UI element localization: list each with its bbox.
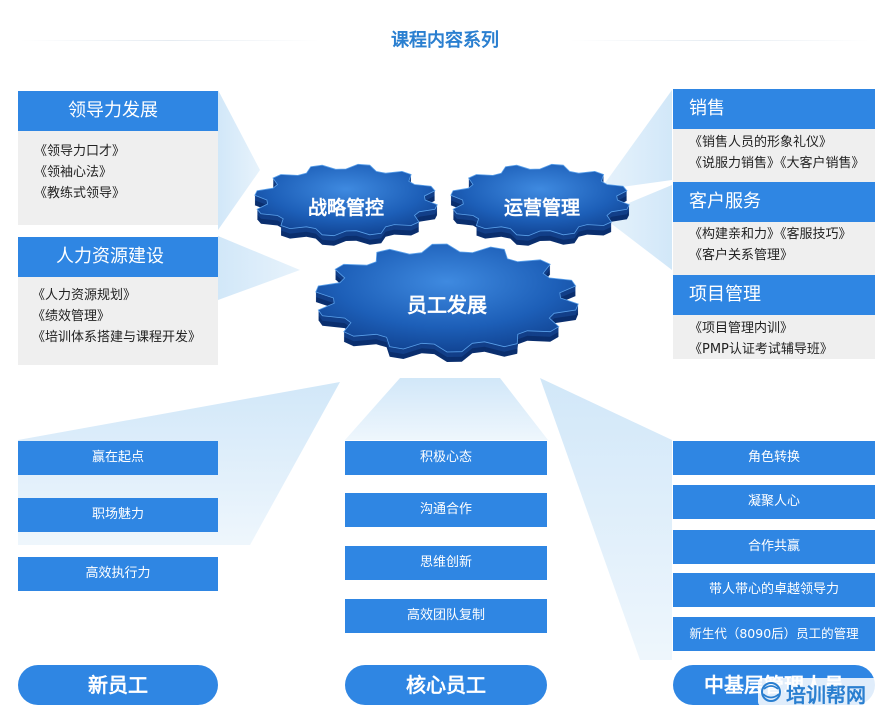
course-item: 《领袖心法》 <box>34 165 113 180</box>
panel-customer-service: 客户服务 《构建亲和力》《客服技巧》 《客户关系管理》 <box>673 182 875 276</box>
globe-logo-icon <box>761 682 781 702</box>
gear-strategy-label: 战略管控 <box>307 197 384 219</box>
course-button[interactable]: 凝聚人心 <box>673 485 875 519</box>
course-button[interactable]: 赢在起点 <box>18 441 218 475</box>
panel-list: 《构建亲和力》《客服技巧》 《客户关系管理》 <box>673 222 875 276</box>
title-rule-right <box>570 40 870 41</box>
course-item: 《项目管理内训》 <box>689 321 794 336</box>
beam-down-right <box>540 378 672 660</box>
course-button[interactable]: 高效执行力 <box>18 557 218 591</box>
beam-right-middle <box>600 185 672 270</box>
course-item: 《绩效管理》 <box>32 309 111 324</box>
beam-right-top <box>600 90 672 190</box>
panel-sales: 销售 《销售人员的形象礼仪》 《说服力销售》《大客户销售》 <box>673 89 875 185</box>
course-button[interactable]: 新生代（8090后）员工的管理 <box>673 617 875 651</box>
course-item: 《构建亲和力》《客服技巧》 <box>689 227 852 242</box>
course-item: 《人力资源规划》 <box>32 288 137 303</box>
category-core-staff[interactable]: 核心员工 <box>345 665 547 705</box>
panel-heading: 人力资源建设 <box>18 237 218 277</box>
gear-employee-label: 员工发展 <box>407 293 487 317</box>
category-new-staff[interactable]: 新员工 <box>18 665 218 705</box>
course-button[interactable]: 积极心态 <box>345 441 547 475</box>
course-item: 《客户关系管理》 <box>689 248 794 263</box>
course-item: 《培训体系搭建与课程开发》 <box>32 330 202 345</box>
panel-hr-building: 人力资源建设 《人力资源规划》 《绩效管理》 《培训体系搭建与课程开发》 <box>18 237 218 365</box>
course-button[interactable]: 职场魅力 <box>18 498 218 532</box>
beam-left-top <box>218 90 260 230</box>
course-button[interactable]: 高效团队复制 <box>345 599 547 633</box>
beam-left-bottom <box>218 236 300 300</box>
course-button[interactable]: 沟通合作 <box>345 493 547 527</box>
title-rule-left <box>20 40 320 41</box>
panel-list: 《人力资源规划》 《绩效管理》 《培训体系搭建与课程开发》 <box>18 277 218 365</box>
course-item: 《PMP认证考试辅导班》 <box>689 342 833 357</box>
panel-heading: 项目管理 <box>673 275 875 315</box>
course-button[interactable]: 思维创新 <box>345 546 547 580</box>
beam-down-center <box>345 378 548 440</box>
page-title: 课程内容系列 <box>391 30 499 51</box>
gear-employee-icon <box>315 243 579 362</box>
panel-list: 《领导力口才》 《领袖心法》 《教练式领导》 <box>18 131 218 225</box>
gear-strategy-icon <box>254 163 438 246</box>
course-item: 《领导力口才》 <box>34 144 126 159</box>
watermark: 培训帮网 <box>758 678 884 707</box>
panel-list: 《销售人员的形象礼仪》 《说服力销售》《大客户销售》 <box>673 129 875 185</box>
course-item: 《说服力销售》《大客户销售》 <box>689 156 865 171</box>
panel-heading: 领导力发展 <box>18 91 218 131</box>
course-item: 《教练式领导》 <box>34 186 126 201</box>
panel-project-management: 项目管理 《项目管理内训》 《PMP认证考试辅导班》 <box>673 275 875 359</box>
course-button[interactable]: 合作共赢 <box>673 530 875 564</box>
course-button[interactable]: 带人带心的卓越领导力 <box>673 573 875 607</box>
course-item: 《销售人员的形象礼仪》 <box>689 135 833 150</box>
course-button[interactable]: 角色转换 <box>673 441 875 475</box>
panel-leadership: 领导力发展 《领导力口才》 《领袖心法》 《教练式领导》 <box>18 91 218 225</box>
gear-operation-icon <box>450 163 630 246</box>
panel-heading: 销售 <box>673 89 875 129</box>
watermark-text: 培训帮网 <box>786 683 866 707</box>
gear-operation-label: 运营管理 <box>503 197 580 219</box>
panel-list: 《项目管理内训》 《PMP认证考试辅导班》 <box>673 315 875 359</box>
panel-heading: 客户服务 <box>673 182 875 222</box>
